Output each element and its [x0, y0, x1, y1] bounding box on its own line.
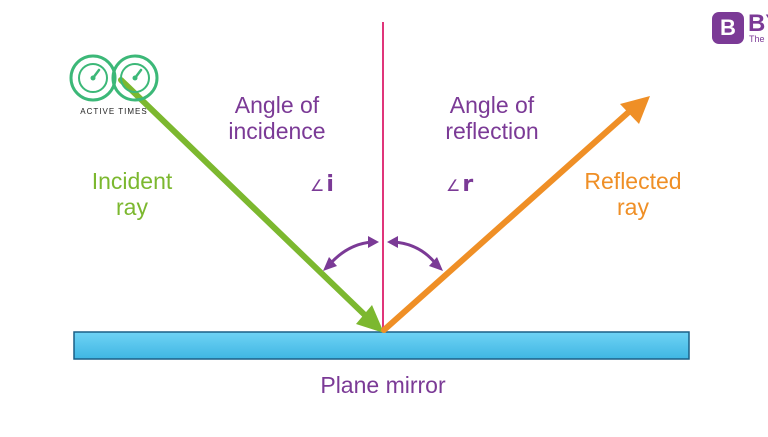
angle-r-symbol: ∠r	[446, 172, 473, 197]
incident-ray-label: Incident ray	[91, 168, 173, 221]
incident-ray-arrowhead	[356, 305, 384, 333]
corner-logo-text: BY	[748, 12, 768, 37]
reflected-ray-line	[381, 107, 634, 333]
angle-of-reflection-label: Angle of reflection	[445, 92, 539, 145]
angle-i-arrowhead-right	[368, 236, 379, 248]
corner-logo-tagline: The	[749, 34, 765, 44]
angle-i-glyph: ∠	[310, 176, 325, 195]
angle-r-arrowhead-left	[387, 236, 398, 248]
corner-brand-logo: B BY The	[712, 12, 768, 48]
plane-mirror-label: Plane mirror	[320, 372, 446, 398]
angle-i-arrowhead-left	[323, 257, 337, 271]
corner-logo-badge: B	[712, 12, 744, 44]
angle-r-letter: r	[462, 172, 474, 197]
watermark-text: ACTIVE TIMES	[80, 107, 148, 116]
angle-r-arc	[393, 240, 438, 265]
reflected-ray-label: Reflected ray	[584, 168, 682, 221]
angle-r-arrowhead-right	[429, 257, 443, 271]
twin-gauge-logo-icon	[69, 54, 159, 102]
incident-ray-line	[118, 77, 373, 323]
angle-r-glyph: ∠	[446, 176, 461, 195]
plane-mirror	[73, 331, 690, 360]
angle-i-letter: i	[326, 172, 334, 197]
angle-i-arc	[328, 240, 373, 266]
angle-of-incidence-label: Angle of incidence	[228, 92, 326, 145]
angle-i-symbol: ∠i	[310, 172, 334, 197]
reflected-ray-arrowhead	[620, 96, 650, 124]
